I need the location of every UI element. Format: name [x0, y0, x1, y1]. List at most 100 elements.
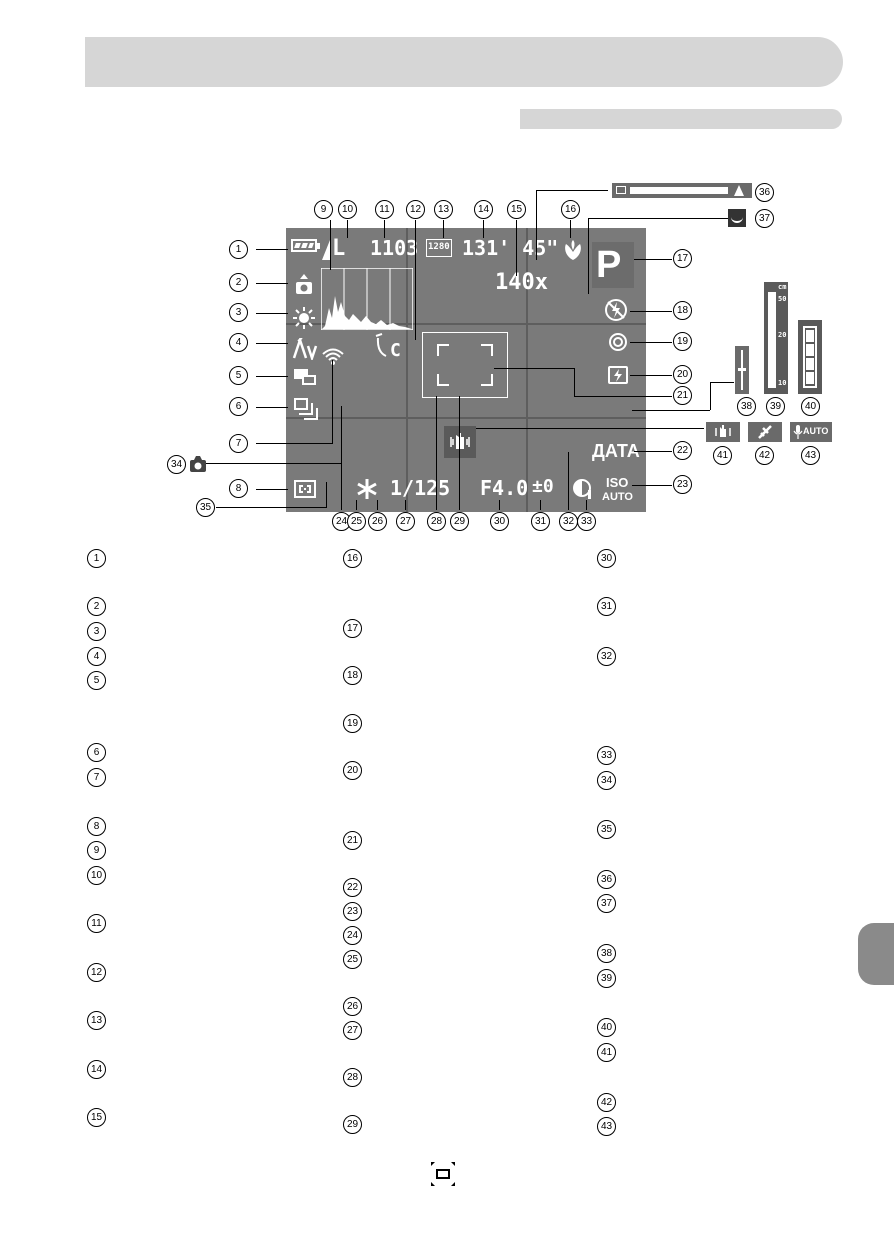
callout-10: 10	[338, 200, 357, 219]
camera-screen: L 1103 1280 131' 45" 140x P	[286, 228, 646, 512]
shooting-mode: P	[596, 244, 622, 286]
callout-33: 33	[577, 512, 596, 531]
mic-icon: AUTO	[790, 422, 832, 442]
legend-8: 8	[87, 817, 106, 836]
legend-23: 23	[343, 902, 362, 921]
legend-18: 18	[343, 666, 362, 685]
legend-7: 7	[87, 768, 106, 787]
legend-3: 3	[87, 622, 106, 641]
airplane-icon	[748, 422, 782, 442]
callout-20: 20	[673, 365, 692, 384]
flash-comp-icon	[608, 366, 628, 384]
callout-25: 25	[347, 512, 366, 531]
callout-3: 3	[229, 303, 248, 322]
legend-15: 15	[87, 1108, 106, 1127]
callout-40: 40	[801, 397, 820, 416]
af-frame-outer	[422, 332, 508, 398]
legend-31: 31	[597, 597, 616, 616]
legend-13: 13	[87, 1011, 106, 1030]
legend-21: 21	[343, 831, 362, 850]
bracketing-icon	[294, 369, 318, 387]
legend-41: 41	[597, 1043, 616, 1062]
zoom-value: 140x	[495, 270, 548, 295]
legend-33: 33	[597, 746, 616, 765]
callout-16: 16	[561, 200, 580, 219]
callout-15: 15	[507, 200, 526, 219]
distance-scale: cm 50 20 10	[764, 282, 788, 394]
callout-7: 7	[229, 434, 248, 453]
battery-icon	[291, 239, 320, 252]
side-tab	[858, 923, 894, 985]
aperture-value: F4.0	[480, 476, 529, 500]
level-indicator	[735, 346, 749, 394]
legend-19: 19	[343, 714, 362, 733]
legend-10: 10	[87, 866, 106, 885]
legend-29: 29	[343, 1115, 362, 1134]
self-timer-icon	[375, 333, 387, 357]
af-frame	[437, 344, 493, 386]
legend-24: 24	[343, 926, 362, 945]
callout-22: 22	[673, 441, 692, 460]
histogram	[321, 268, 413, 330]
legend-16: 16	[343, 549, 362, 568]
exposure-comp: ±0	[532, 476, 554, 497]
legend-17: 17	[343, 619, 362, 638]
wifi-icon	[322, 348, 344, 365]
legend-4: 4	[87, 647, 106, 666]
ring-icon	[609, 333, 627, 351]
callout-19: 19	[673, 332, 692, 351]
legend-20: 20	[343, 761, 362, 780]
date-stamp: ДАТА	[592, 441, 640, 461]
legend-32: 32	[597, 647, 616, 666]
callout-11: 11	[375, 200, 394, 219]
callout-43: 43	[801, 446, 820, 465]
legend-11: 11	[87, 914, 106, 933]
callout-30: 30	[490, 512, 509, 531]
callout-29: 29	[450, 512, 469, 531]
zoom-bar	[612, 183, 752, 198]
callout-5: 5	[229, 366, 248, 385]
callout-36: 36	[755, 183, 774, 202]
self-timer-letter: C	[390, 340, 401, 361]
page-title-bar	[85, 37, 843, 87]
battery-bar	[798, 320, 822, 394]
face-icon	[728, 209, 746, 227]
legend-37: 37	[597, 894, 616, 913]
legend-1: 1	[87, 549, 106, 568]
callout-37: 37	[755, 209, 774, 228]
focus-area-icon	[431, 1162, 455, 1186]
legend-2: 2	[87, 597, 106, 616]
macro-icon	[565, 240, 581, 260]
movie-resolution-icon: 1280	[426, 239, 452, 257]
legend-39: 39	[597, 969, 616, 988]
legend-14: 14	[87, 1060, 106, 1079]
legend-43: 43	[597, 1117, 616, 1136]
quality-icon	[322, 240, 330, 260]
callout-12: 12	[406, 200, 425, 219]
callout-21: 21	[673, 386, 692, 405]
callout-18: 18	[673, 301, 692, 320]
callout-23: 23	[673, 475, 692, 494]
ae-lock-icon	[357, 479, 377, 499]
shooting-mode-box: P	[592, 242, 634, 288]
legend-42: 42	[597, 1093, 616, 1112]
white-balance-icon	[293, 307, 315, 329]
legend-27: 27	[343, 1021, 362, 1040]
metering-icon	[294, 480, 316, 498]
legend-22: 22	[343, 878, 362, 897]
callout-39: 39	[766, 397, 785, 416]
callout-8: 8	[229, 479, 248, 498]
callout-41: 41	[713, 446, 732, 465]
callout-14: 14	[474, 200, 493, 219]
legend-30: 30	[597, 549, 616, 568]
section-bar	[520, 109, 842, 129]
quality-label: L	[332, 236, 346, 261]
callout-27: 27	[396, 512, 415, 531]
callout-28: 28	[427, 512, 446, 531]
legend-6: 6	[87, 743, 106, 762]
legend-5: 5	[87, 671, 106, 690]
my-colors-icon	[292, 338, 318, 360]
legend-40: 40	[597, 1018, 616, 1037]
camera-orientation-icon	[296, 274, 312, 294]
callout-38: 38	[737, 397, 756, 416]
